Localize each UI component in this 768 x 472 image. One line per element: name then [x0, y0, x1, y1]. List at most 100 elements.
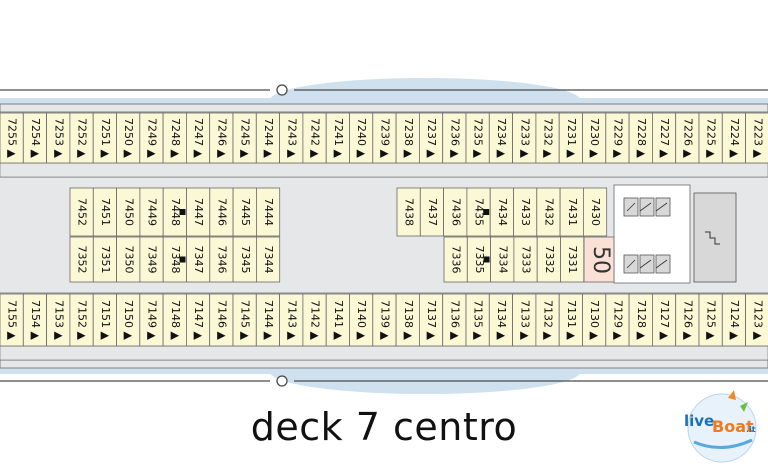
- cabin-7225[interactable]: 7225 ▲: [698, 112, 723, 164]
- cabin-7345[interactable]: 7345: [232, 236, 257, 283]
- cabin-7136[interactable]: 7136 ▲: [442, 293, 467, 347]
- cabin-7243[interactable]: 7243 ▲: [279, 112, 304, 164]
- cabin-7151[interactable]: 7151 ▲: [92, 293, 117, 347]
- cabin-7335[interactable]: 7335: [466, 236, 491, 283]
- cabin-7229[interactable]: 7229 ▲: [605, 112, 630, 164]
- cabin-7223[interactable]: 7223 ▲: [745, 112, 768, 164]
- cabin-7246[interactable]: 7246 ▲: [209, 112, 234, 164]
- cabin-7245[interactable]: 7245 ▲: [232, 112, 257, 164]
- cabin-7242[interactable]: 7242 ▲: [302, 112, 327, 164]
- cabin-7254[interactable]: 7254 ▲: [22, 112, 47, 164]
- cabin-7227[interactable]: 7227 ▲: [652, 112, 677, 164]
- cabin-7232[interactable]: 7232 ▲: [535, 112, 560, 164]
- cabin-7127[interactable]: 7127 ▲: [652, 293, 677, 347]
- cabin-7235[interactable]: 7235 ▲: [465, 112, 490, 164]
- cabin-7148[interactable]: 7148 ▲: [162, 293, 187, 347]
- cabin-7131[interactable]: 7131 ▲: [558, 293, 583, 347]
- cabin-7435[interactable]: 7435: [466, 187, 491, 237]
- cabin-7431[interactable]: 7431: [559, 187, 584, 237]
- cabin-7234[interactable]: 7234 ▲: [488, 112, 513, 164]
- cabin-7346[interactable]: 7346: [209, 236, 234, 283]
- cabin-7331[interactable]: 7331: [560, 236, 585, 283]
- cabin-7130[interactable]: 7130 ▲: [582, 293, 607, 347]
- cabin-7137[interactable]: 7137 ▲: [418, 293, 444, 347]
- cabin-7135[interactable]: 7135 ▲: [465, 293, 490, 347]
- cabin-7250[interactable]: 7250 ▲: [116, 112, 141, 164]
- cabin-7241[interactable]: 7241 ▲: [325, 112, 350, 164]
- cabin-7224[interactable]: 7224 ▲: [721, 112, 746, 164]
- cabin-7433[interactable]: 7433: [513, 187, 538, 237]
- cabin-7436[interactable]: 7436: [443, 187, 468, 237]
- cabin-7253[interactable]: 7253 ▲: [46, 112, 71, 164]
- cabin-7333[interactable]: 7333: [513, 236, 538, 283]
- cabin-7144[interactable]: 7144 ▲: [255, 293, 280, 347]
- cabin-7231[interactable]: 7231 ▲: [558, 112, 583, 164]
- cabin-7237[interactable]: 7237 ▲: [418, 112, 444, 164]
- cabin-7236[interactable]: 7236 ▲: [442, 112, 467, 164]
- cabin-7134[interactable]: 7134 ▲: [488, 293, 513, 347]
- cabin-7150[interactable]: 7150 ▲: [116, 293, 141, 347]
- cabin-7132[interactable]: 7132 ▲: [535, 293, 560, 347]
- cabin-7451[interactable]: 7451: [92, 187, 118, 237]
- cabin-7452[interactable]: 7452: [69, 187, 94, 237]
- cabin-7347[interactable]: 7347: [186, 236, 211, 283]
- cabin-7438[interactable]: 7438: [396, 187, 421, 237]
- cabin-7445[interactable]: 7445: [232, 187, 257, 237]
- cabin-7124[interactable]: 7124 ▲: [721, 293, 746, 347]
- cabin-7233[interactable]: 7233 ▲: [512, 112, 537, 164]
- cabin-7449[interactable]: 7449: [139, 187, 164, 237]
- cabin-7129[interactable]: 7129 ▲: [605, 293, 630, 347]
- cabin-7153[interactable]: 7153 ▲: [46, 293, 71, 347]
- cabin-7126[interactable]: 7126 ▲: [675, 293, 700, 347]
- cabin-7152[interactable]: 7152 ▲: [69, 293, 94, 347]
- cabin-7248[interactable]: 7248 ▲: [162, 112, 187, 164]
- cabin-7336[interactable]: 7336: [443, 236, 468, 283]
- cabin-7226[interactable]: 7226 ▲: [675, 112, 700, 164]
- cabin-7239[interactable]: 7239 ▲: [372, 112, 397, 164]
- cabin-7146[interactable]: 7146 ▲: [209, 293, 234, 347]
- cabin-7155[interactable]: 7155 ▲: [0, 293, 24, 347]
- cabin-7244[interactable]: 7244 ▲: [255, 112, 280, 164]
- cabin-7143[interactable]: 7143 ▲: [279, 293, 304, 347]
- cabin-7128[interactable]: 7128 ▲: [628, 293, 653, 347]
- cabin-7230[interactable]: 7230 ▲: [582, 112, 607, 164]
- cabin-7140[interactable]: 7140 ▲: [349, 293, 374, 347]
- cabin-7444[interactable]: 7444: [255, 187, 281, 237]
- cabin-7240[interactable]: 7240 ▲: [349, 112, 374, 164]
- cabin-7133[interactable]: 7133 ▲: [512, 293, 537, 347]
- cabin-7142[interactable]: 7142 ▲: [302, 293, 327, 347]
- cabin-7123[interactable]: 7123 ▲: [745, 293, 768, 347]
- cabin-7349[interactable]: 7349: [139, 236, 164, 283]
- cabin-7450[interactable]: 7450: [116, 187, 141, 237]
- cabin-7334[interactable]: 7334: [490, 236, 515, 283]
- cabin-7434[interactable]: 7434: [489, 187, 514, 237]
- cabin-7125[interactable]: 7125 ▲: [698, 293, 723, 347]
- cabin-7251[interactable]: 7251 ▲: [92, 112, 117, 164]
- cabin-7154[interactable]: 7154 ▲: [22, 293, 47, 347]
- cabin-7446[interactable]: 7446: [209, 187, 234, 237]
- cabin-7247[interactable]: 7247 ▲: [185, 112, 211, 164]
- cabin-7332[interactable]: 7332: [536, 236, 561, 283]
- cabin-7228[interactable]: 7228 ▲: [628, 112, 653, 164]
- cabin-7350[interactable]: 7350: [116, 236, 141, 283]
- cabin-7432[interactable]: 7432: [536, 187, 561, 237]
- cabin-7352[interactable]: 7352: [69, 236, 94, 283]
- cabin-7138[interactable]: 7138 ▲: [395, 293, 420, 347]
- cabin-number: 7249 ▲: [145, 118, 158, 158]
- cabin-7145[interactable]: 7145 ▲: [232, 293, 257, 347]
- cabin-7348[interactable]: 7348: [162, 236, 187, 283]
- cabin-7430[interactable]: 7430: [583, 187, 608, 237]
- cabin-7141[interactable]: 7141 ▲: [325, 293, 350, 347]
- cabin-7249[interactable]: 7249 ▲: [139, 112, 164, 164]
- cabin-7149[interactable]: 7149 ▲: [139, 293, 164, 347]
- cabin-7252[interactable]: 7252 ▲: [69, 112, 94, 164]
- cabin-7147[interactable]: 7147 ▲: [185, 293, 211, 347]
- cabin-7448[interactable]: 7448: [162, 187, 187, 237]
- cabin-7344[interactable]: 7344: [255, 236, 281, 283]
- cabin-7238[interactable]: 7238 ▲: [395, 112, 420, 164]
- cabin-7255[interactable]: 7255 ▲: [0, 112, 24, 164]
- cabin-7437[interactable]: 7437: [419, 187, 444, 237]
- cabin-7139[interactable]: 7139 ▲: [372, 293, 397, 347]
- cabin-7351[interactable]: 7351: [92, 236, 118, 283]
- cabin-7447[interactable]: 7447: [186, 187, 211, 237]
